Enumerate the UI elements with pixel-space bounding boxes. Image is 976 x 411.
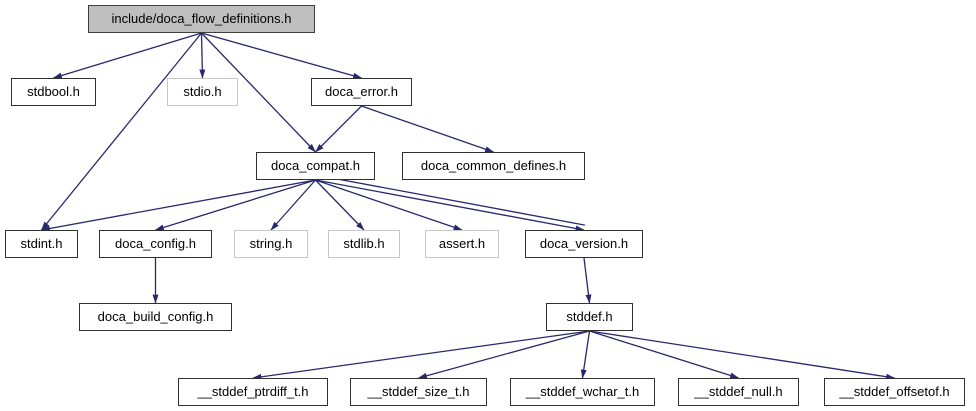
graph-node-doca_build_config[interactable]: doca_build_config.h — [79, 303, 232, 331]
graph-node-label: stddef.h — [566, 309, 613, 324]
graph-edge-root-to-doca_error — [201, 32, 363, 79]
graph-node-label: __stddef_size_t.h — [367, 384, 470, 399]
graph-node-offsetof[interactable]: __stddef_offsetof.h — [824, 378, 965, 406]
graph-edge-doca_compat-to-stdint — [40, 179, 316, 232]
graph-edge-doca_compat-to-string — [270, 179, 316, 231]
graph-edge-stddef-to-null — [589, 330, 740, 379]
graph-edge-stddef-to-offsetof — [589, 330, 896, 380]
graph-node-stdint[interactable]: stdint.h — [5, 230, 78, 258]
graph-node-label: doca_error.h — [325, 84, 398, 99]
graph-node-label: __stddef_ptrdiff_t.h — [197, 384, 309, 399]
graph-node-stddef[interactable]: stddef.h — [546, 303, 633, 331]
graph-edge-root-to-stdint — [40, 32, 203, 231]
graph-node-label: __stddef_wchar_t.h — [525, 384, 640, 399]
graph-node-wchar_t[interactable]: __stddef_wchar_t.h — [510, 378, 655, 406]
graph-node-stdio[interactable]: stdio.h — [167, 78, 238, 106]
graph-node-doca_error[interactable]: doca_error.h — [311, 78, 412, 106]
graph-node-assert[interactable]: assert.h — [425, 230, 499, 258]
graph-edge-doca_error-to-doca_common_def — [361, 105, 495, 153]
graph-node-label: stdlib.h — [343, 236, 385, 251]
graph-edge-stddef-to-wchar_t — [580, 330, 591, 379]
graph-edge-doca_version-to-stddef — [583, 257, 592, 304]
graph-edge-doca_compat-to-assert — [315, 179, 463, 231]
graph-node-label: stdbool.h — [27, 84, 80, 99]
graph-node-root[interactable]: include/doca_flow_definitions.h — [88, 5, 315, 33]
graph-node-label: doca_build_config.h — [97, 309, 214, 324]
graph-edge-doca_compat-to-doca_config — [154, 179, 316, 231]
graph-node-doca_version[interactable]: doca_version.h — [525, 230, 643, 258]
graph-edge-stddef-to-size_t — [417, 330, 590, 379]
graph-edge-doca_compat-to-stdlib — [315, 179, 365, 231]
graph-node-label: doca_config.h — [115, 236, 196, 251]
graph-edge-doca_compat-to-doca_version — [315, 179, 585, 232]
graph-edge-root-to-stdbool — [52, 32, 202, 79]
graph-node-label: stdint.h — [20, 236, 63, 251]
graph-node-null[interactable]: __stddef_null.h — [678, 378, 799, 406]
graph-node-label: include/doca_flow_definitions.h — [111, 11, 292, 26]
graph-node-label: doca_version.h — [539, 236, 629, 251]
graph-node-label: doca_compat.h — [271, 158, 360, 173]
graph-node-stdlib[interactable]: stdlib.h — [328, 230, 400, 258]
graph-node-string[interactable]: string.h — [234, 230, 308, 258]
graph-node-label: doca_common_defines.h — [420, 158, 567, 173]
graph-edge-root-to-stdio — [199, 32, 206, 79]
graph-node-size_t[interactable]: __stddef_size_t.h — [350, 378, 487, 406]
graph-node-label: assert.h — [438, 236, 486, 251]
graph-node-doca_compat[interactable]: doca_compat.h — [256, 152, 375, 180]
graph-edge-doca_error-to-doca_compat — [315, 105, 362, 153]
graph-node-label: string.h — [249, 236, 293, 251]
graph-node-doca_common_def[interactable]: doca_common_defines.h — [402, 152, 585, 180]
graph-node-stdbool[interactable]: stdbool.h — [11, 78, 96, 106]
graph-edge-stddef-to-ptrdiff_t — [252, 330, 590, 380]
graph-node-ptrdiff_t[interactable]: __stddef_ptrdiff_t.h — [178, 378, 328, 406]
graph-node-label: __stddef_null.h — [694, 384, 783, 399]
graph-node-doca_config[interactable]: doca_config.h — [99, 230, 212, 258]
graph-node-label: __stddef_offsetof.h — [839, 384, 950, 399]
graph-node-label: stdio.h — [183, 84, 222, 99]
graph-edge-doca_version-to-doca_compat — [315, 173, 586, 226]
